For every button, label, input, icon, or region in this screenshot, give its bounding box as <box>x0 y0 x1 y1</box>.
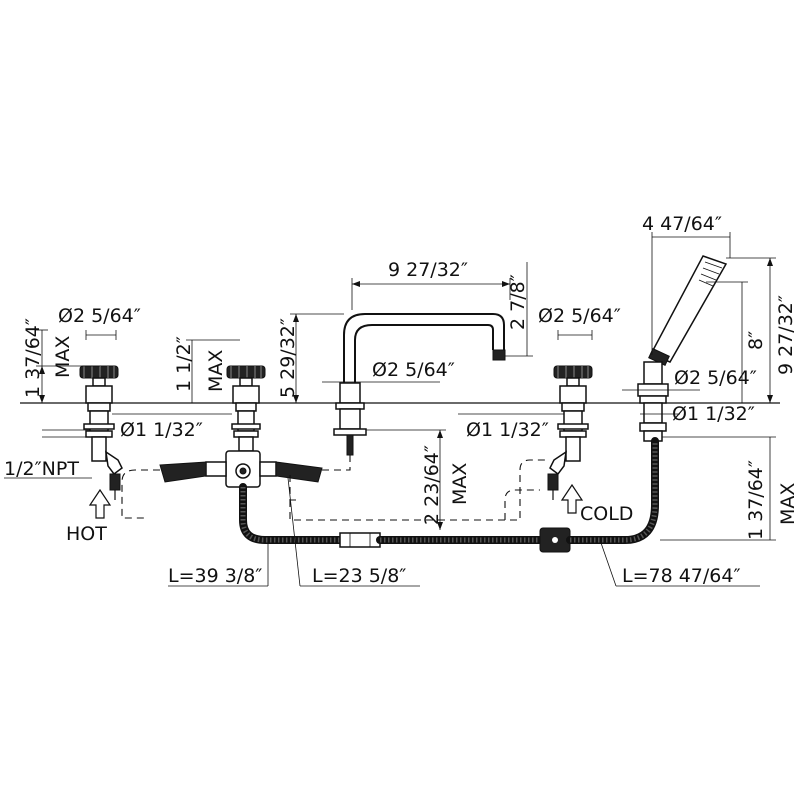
hose-l3-dim: L=78 47/64″ <box>622 565 741 587</box>
hot-height-dim: 1 37/64″ <box>22 318 44 398</box>
hot-dia-top-dim: Ø2 5/64″ <box>58 305 141 327</box>
hand-below-max-dim: MAX <box>777 483 799 525</box>
below-height-dim: 2 23/64″ <box>421 445 443 525</box>
spout-height-dim: 5 29/32″ <box>277 318 299 398</box>
diverter-valve <box>205 365 277 488</box>
hand-total-dim: 9 27/32″ <box>775 295 797 375</box>
supply-hose-left <box>159 461 207 483</box>
hose-l2-dim: L=23 5/8″ <box>312 565 406 587</box>
hot-arrow <box>88 488 112 519</box>
div-max-dim: MAX <box>205 350 227 392</box>
cold-dia-dim: Ø1 1/32″ <box>466 419 549 441</box>
hand-dia-top-dim: Ø2 5/64″ <box>674 367 757 389</box>
div-height-dim: 1 1/2″ <box>173 336 195 392</box>
hand-width-dim: 4 47/64″ <box>642 213 722 235</box>
hot-npt-dim: 1/2″NPT <box>4 458 79 480</box>
cold-supply-dashed <box>289 459 548 521</box>
hot-label: HOT <box>66 523 107 545</box>
spout-drop-dim: 2 7/8″ <box>507 274 529 330</box>
spout-dia-dim: Ø2 5/64″ <box>372 359 455 381</box>
cold-dia-top-dim: Ø2 5/64″ <box>538 305 621 327</box>
hand-height-dim: 8″ <box>745 331 767 350</box>
cold-supply-dashed-2 <box>504 489 540 520</box>
cold-arrow <box>560 483 584 514</box>
hand-dia-dim: Ø1 1/32″ <box>672 403 755 425</box>
cold-label: COLD <box>580 503 633 525</box>
hot-supply-dashed <box>121 469 160 519</box>
supply-hose-right <box>275 461 323 483</box>
cold-valve <box>547 365 593 500</box>
hot-max-dim: MAX <box>52 336 74 378</box>
spout-reach-dim: 9 27/32″ <box>388 259 468 281</box>
spout <box>333 313 506 456</box>
below-max-dim: MAX <box>449 463 471 505</box>
hose-l1-dim: L=39 3/8″ <box>168 565 262 587</box>
shower-hose <box>239 437 659 553</box>
hot-valve <box>79 365 123 500</box>
hand-below-dim: 1 37/64″ <box>745 460 767 540</box>
div-dia-dim: Ø1 1/32″ <box>120 419 203 441</box>
center-supply-dashed-2 <box>322 455 351 471</box>
